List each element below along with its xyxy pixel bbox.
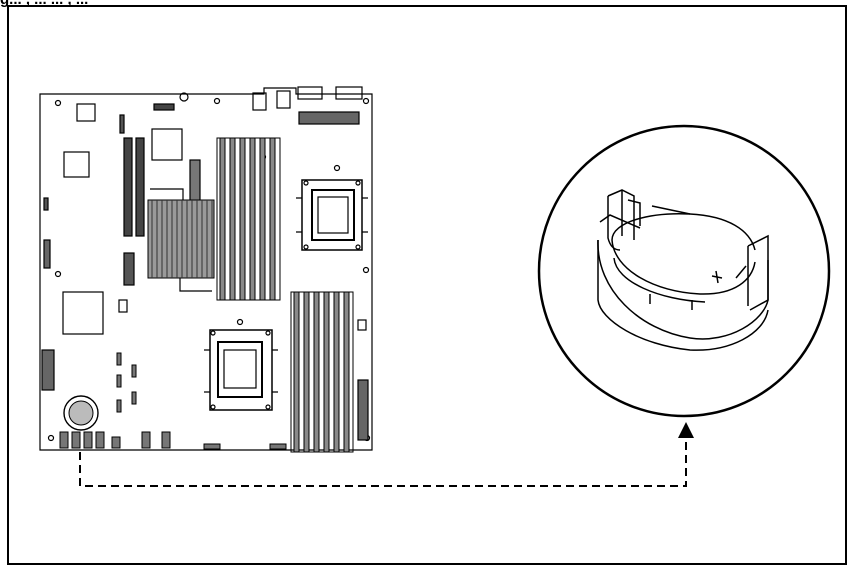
board-outline xyxy=(39,87,373,451)
chip xyxy=(62,291,104,335)
chip xyxy=(76,103,96,122)
battery-holder xyxy=(597,189,769,351)
rear-io-port xyxy=(179,92,189,102)
dimm-bank-upper xyxy=(216,137,281,301)
expansion-slot xyxy=(135,137,145,237)
callout-arrow xyxy=(79,436,687,487)
expansion-slot xyxy=(123,137,133,237)
figure-caption: g... , ... ... , ... xyxy=(0,0,88,8)
header xyxy=(123,252,135,286)
cmos-battery-on-board xyxy=(63,395,99,431)
header xyxy=(153,103,175,111)
callout-arrowhead xyxy=(678,422,694,438)
rear-io-port xyxy=(297,86,323,100)
header xyxy=(357,319,367,331)
header xyxy=(43,197,49,211)
bottom-connectors xyxy=(59,352,287,450)
figure-frame xyxy=(7,5,847,565)
chipset-heatsink xyxy=(147,188,215,292)
header xyxy=(357,379,369,441)
chip xyxy=(63,151,90,178)
header xyxy=(43,239,51,269)
cpu-socket-2 xyxy=(204,329,278,411)
rear-io-port xyxy=(335,86,363,100)
rear-io-port xyxy=(252,92,267,111)
chip xyxy=(118,299,128,313)
rear-io-port xyxy=(276,90,291,109)
header xyxy=(119,114,125,134)
chip xyxy=(151,128,183,161)
header xyxy=(41,349,55,391)
header xyxy=(298,111,360,125)
detail-view xyxy=(537,124,831,418)
cpu-socket-1 xyxy=(296,179,368,251)
motherboard xyxy=(39,86,373,453)
dimm-bank-lower xyxy=(290,291,354,453)
